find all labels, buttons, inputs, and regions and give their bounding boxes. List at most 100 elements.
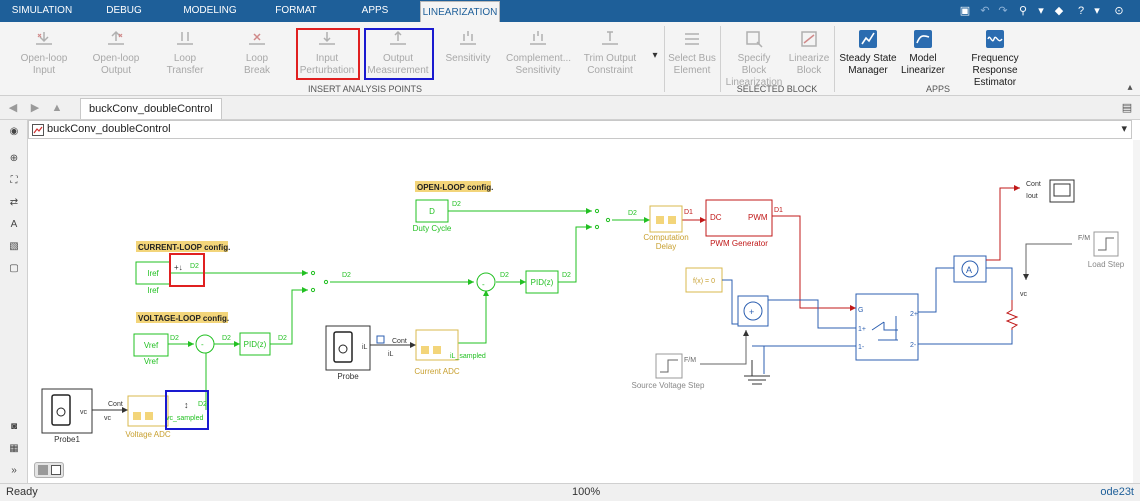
screenshot-icon[interactable]: ◙ (10, 421, 18, 432)
svg-text:iL: iL (362, 344, 368, 351)
doc-tab-model[interactable]: buckConv_doubleControl (80, 98, 222, 119)
vref-name: Vref (144, 357, 159, 366)
solver-config-block[interactable] (685, 267, 723, 293)
svg-text:vc_sampled: vc_sampled (166, 415, 203, 422)
complementary-sensitivity-button[interactable]: Complement...Sensitivity (506, 28, 571, 77)
group-label-insert: INSERT ANALYSIS POINTS (307, 84, 423, 94)
back-icon[interactable]: ◀ (8, 102, 18, 114)
voltage-loop-label-bg (136, 312, 228, 323)
open-loop-input-icon (36, 32, 52, 45)
model-nav-bar: ◀ ▶ ▲ buckConv_doubleControl ▤ (0, 96, 1140, 120)
probe1-meter-icon (51, 394, 71, 426)
fit-view-icon[interactable]: ⛶ (10, 175, 18, 186)
tab-format[interactable]: FORMAT (275, 5, 317, 16)
sensitivity-button[interactable]: Sensitivity (440, 28, 496, 65)
current-sum-block[interactable] (476, 272, 496, 292)
voltage-loop-label: VOLTAGE-LOOP config. (138, 314, 229, 323)
voltage-sum-block[interactable] (195, 334, 215, 354)
more-points-dropdown[interactable]: ▾ (652, 50, 658, 61)
svg-text:vc: vc (80, 409, 88, 416)
expand-palette-icon[interactable]: » (11, 465, 17, 476)
zoom-level: 100% (572, 486, 601, 498)
tab-linearization[interactable]: LINEARIZATION (420, 1, 500, 22)
voltage-source-block[interactable] (737, 295, 769, 327)
undo-icon[interactable]: ↶ (980, 5, 990, 17)
voltage-adc-block[interactable] (127, 395, 169, 427)
svg-text:D2: D2 (342, 272, 351, 279)
current-adc-block[interactable] (415, 329, 459, 361)
model-browser-icon[interactable]: ▦ (9, 443, 19, 454)
expand-icon[interactable]: ⊙ (1114, 5, 1124, 17)
help-icon[interactable]: ? (1077, 5, 1085, 17)
svg-text:F/M: F/M (684, 357, 696, 364)
duty-cycle-block[interactable] (415, 199, 449, 223)
hide-explorer-icon[interactable]: ◉ (9, 126, 19, 137)
community-icon[interactable]: ◆ (1054, 5, 1064, 17)
frequency-response-icon (986, 30, 1004, 48)
svg-text:Cont: Cont (1026, 181, 1041, 188)
pwm-generator-block[interactable] (705, 199, 773, 237)
help-dropdown-icon[interactable]: ▾ (1094, 5, 1100, 17)
vref-block[interactable] (133, 333, 169, 357)
search-icon[interactable]: ⚲ (1018, 5, 1028, 17)
signal-line-icon[interactable]: ⇄ (9, 197, 19, 208)
annotation-icon[interactable]: A (10, 219, 18, 230)
explorer-bar-icon[interactable]: ▤ (1121, 102, 1133, 114)
collapse-ribbon-icon[interactable]: ▴ (1127, 82, 1133, 93)
switch-dots (310, 208, 611, 293)
view-toggle[interactable] (34, 462, 64, 478)
input-perturbation-highlight (296, 28, 360, 80)
tab-debug[interactable]: DEBUG (106, 5, 142, 16)
svg-text:PID(z): PID(z) (244, 340, 267, 349)
zoom-icon[interactable]: ⊕ (9, 153, 19, 164)
tab-simulation[interactable]: SIMULATION (11, 5, 73, 16)
source-voltage-step-block[interactable] (655, 353, 683, 379)
variable-load-block[interactable] (1005, 300, 1019, 330)
current-loop-label: CURRENT-LOOP config. (138, 243, 230, 252)
voltage-pid-block[interactable] (239, 332, 271, 356)
solver-name[interactable]: ode23t (1100, 486, 1134, 498)
svg-text:D2: D2 (628, 210, 637, 217)
breadcrumb-dropdown-icon[interactable]: ▾ (1121, 123, 1127, 135)
duty-cycle-name: Duty Cycle (413, 224, 452, 233)
current-pid-block[interactable] (525, 270, 559, 294)
breadcrumb[interactable]: buckConv_doubleControl (47, 123, 171, 135)
complementary-sensitivity-icon (530, 31, 546, 45)
dropdown-icon[interactable]: ▾ (1038, 5, 1044, 17)
group-label-selected-block: SELECTED BLOCK (736, 84, 818, 94)
area-icon[interactable]: ▢ (9, 263, 19, 274)
forward-icon[interactable]: ▶ (30, 102, 40, 114)
image-icon[interactable]: ▧ (9, 241, 19, 252)
save-icon[interactable]: ▣ (959, 5, 971, 17)
redo-icon[interactable]: ↷ (998, 5, 1008, 17)
canvas-scrollbar[interactable] (1133, 140, 1140, 483)
tab-apps[interactable]: APPS (361, 5, 389, 16)
buck-converter-block[interactable] (855, 293, 919, 361)
tab-modeling[interactable]: MODELING (183, 5, 237, 16)
group-label-apps: APPS (925, 84, 950, 94)
computation-delay-block[interactable] (649, 205, 683, 233)
svg-text:iL_sampled: iL_sampled (450, 353, 486, 360)
block-diagram: OPEN-LOOP config. CURRENT-LOOP config. V… (41, 179, 1125, 444)
svg-text:D2: D2 (190, 263, 199, 270)
model-canvas[interactable]: OPEN-LOOP config. CURRENT-LOOP config. V… (29, 140, 1133, 483)
svg-text:Computation: Computation (643, 233, 688, 242)
current-sensor-block[interactable] (953, 255, 987, 283)
up-icon[interactable]: ▲ (51, 102, 63, 114)
svg-text:iL: iL (388, 351, 394, 358)
svg-text:D1: D1 (774, 207, 783, 214)
